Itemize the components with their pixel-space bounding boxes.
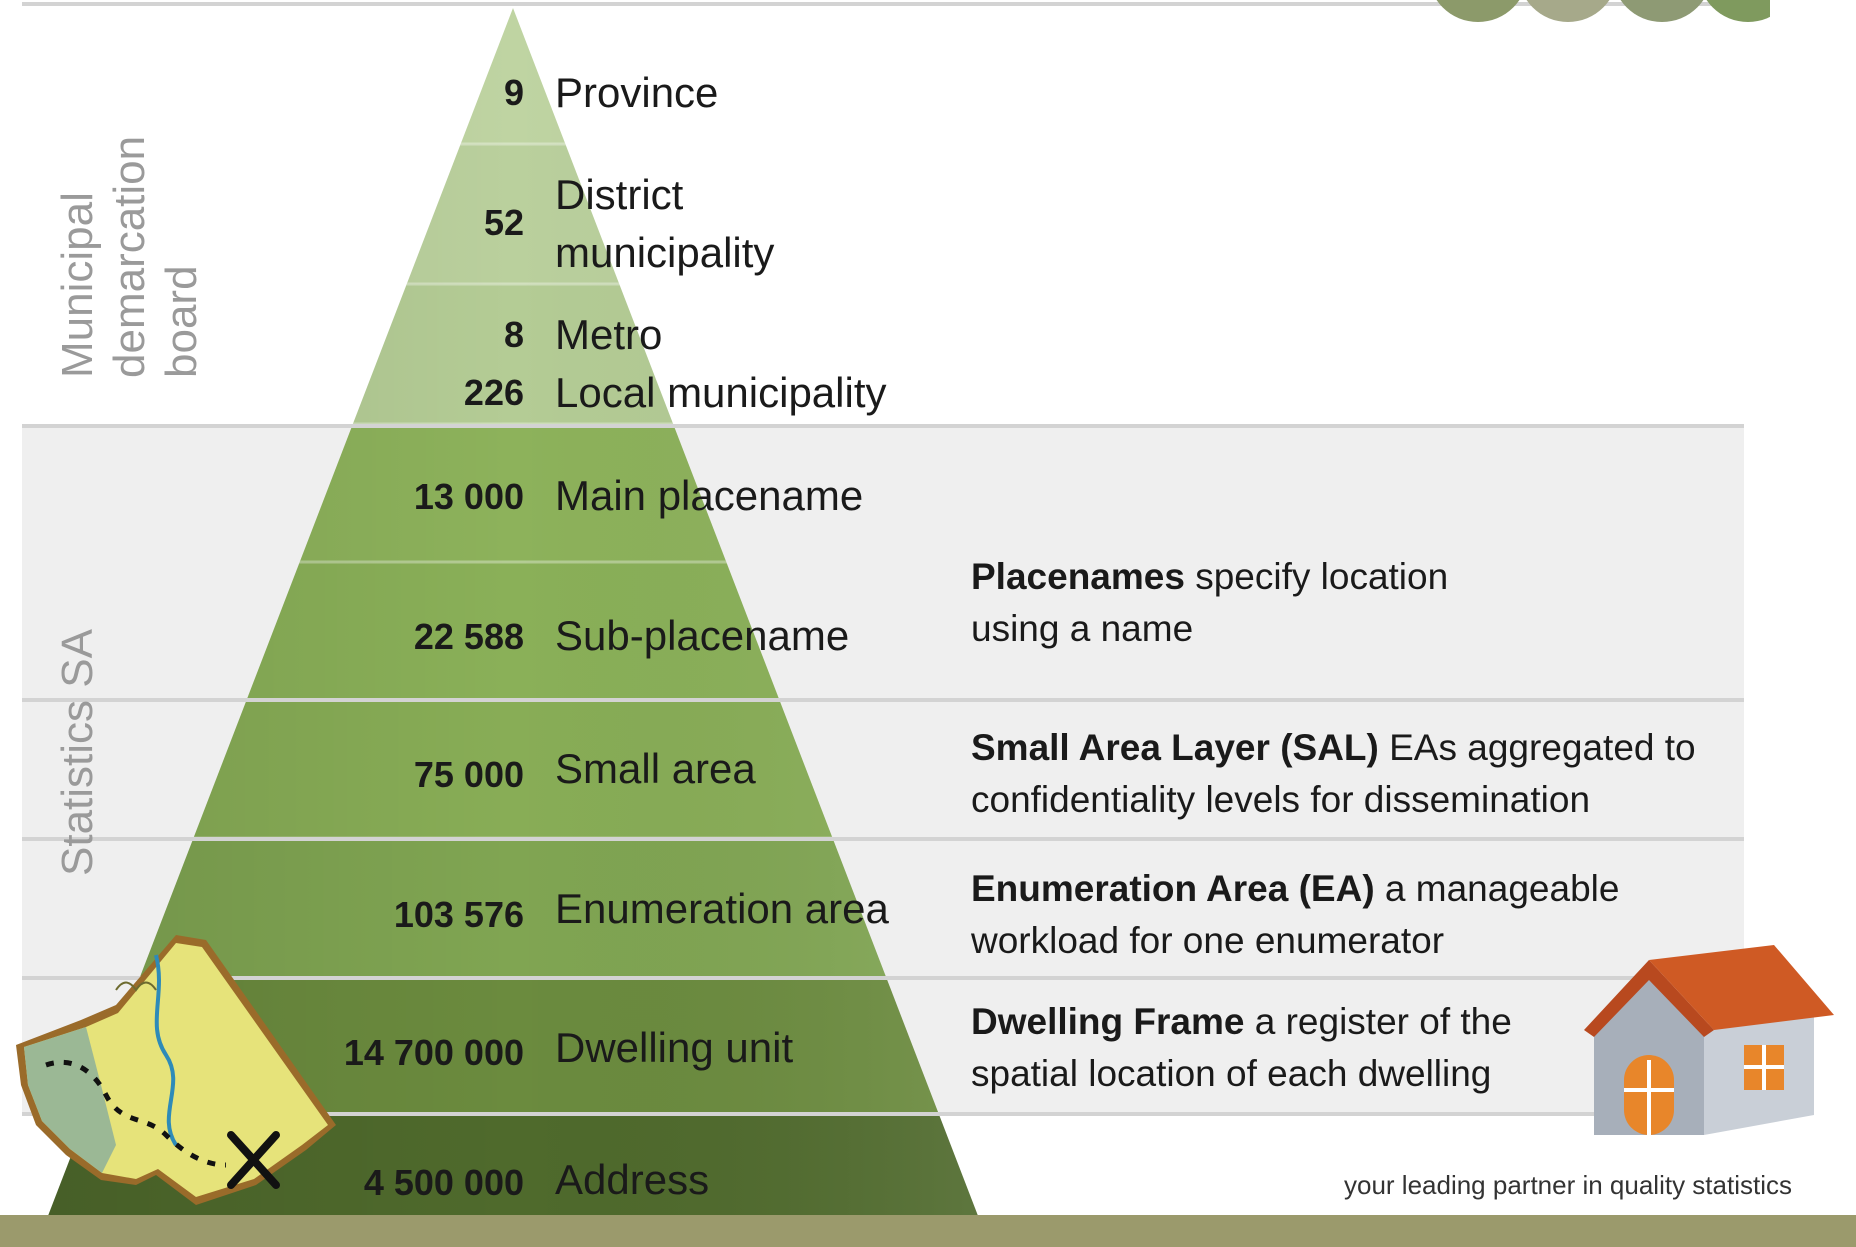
divider-dwelling — [22, 976, 1744, 980]
level-enumeration-area: Enumeration area — [555, 885, 889, 932]
desc-enumeration-area-text: a manageable workload for one enumerator — [971, 868, 1620, 961]
desc-dwelling-frame-text: a register of the spatial location of ea… — [971, 1001, 1512, 1094]
section-label-statssa: Statistics SA — [53, 629, 102, 876]
level-province: Province — [555, 69, 719, 116]
treasure-map-icon — [16, 935, 336, 1205]
footer-bar — [0, 1215, 1856, 1247]
level-main-placename: Main placename — [555, 472, 864, 519]
pyramid-tier — [36, 284, 990, 424]
desc-enumeration-area-term: Enumeration Area (EA) — [971, 868, 1375, 909]
desc-dwelling-frame: Dwelling Frame a register of the spatial… — [971, 996, 1512, 1100]
level-metro: Metro — [555, 311, 663, 358]
level-address: Address — [555, 1156, 710, 1203]
divider-sections — [22, 424, 1744, 428]
divider-address — [22, 1112, 1744, 1116]
divider-ea — [22, 837, 1744, 841]
desc-placenames-term: Placenames — [971, 556, 1185, 597]
count-address: 4 500 000 — [363, 1162, 524, 1203]
level-sub-placename: Sub-placename — [555, 612, 850, 659]
level-local: Local municipality — [555, 369, 887, 416]
footer-tagline: your leading partner in quality statisti… — [1343, 1170, 1792, 1200]
count-sub-placename: 22 588 — [413, 616, 524, 657]
count-local: 226 — [463, 372, 524, 413]
pyramid-tier — [36, 424, 990, 562]
level-district: District municipality — [555, 171, 775, 276]
desc-small-area-term: Small Area Layer (SAL) — [971, 727, 1379, 768]
divider-top — [22, 2, 1744, 6]
photo-circles-decoration — [1436, 0, 1770, 22]
count-province: 9 — [503, 72, 524, 113]
count-metro: 8 — [503, 314, 524, 355]
count-enumeration-area: 103 576 — [393, 894, 524, 935]
pyramid-tier — [36, 144, 990, 284]
desc-small-area: Small Area Layer (SAL) EAs aggregated to… — [971, 722, 1696, 826]
desc-small-area-text: EAs aggregated to confidentiality levels… — [971, 727, 1696, 820]
desc-enumeration-area: Enumeration Area (EA) a manageable workl… — [971, 863, 1619, 967]
count-district: 52 — [483, 202, 524, 243]
house-icon — [1584, 945, 1834, 1135]
count-dwelling-unit: 14 700 000 — [343, 1032, 524, 1073]
count-small-area: 75 000 — [413, 754, 524, 795]
desc-dwelling-frame-term: Dwelling Frame — [971, 1001, 1245, 1042]
desc-placenames: Placenames specify location using a name — [971, 551, 1448, 655]
desc-placenames-text: specify location using a name — [971, 556, 1449, 649]
divider-sal — [22, 698, 1744, 702]
level-small-area: Small area — [555, 745, 756, 792]
level-dwelling-unit: Dwelling unit — [555, 1024, 794, 1071]
section-label-municipal: Municipal demarcation board — [53, 135, 206, 378]
count-main-placename: 13 000 — [413, 476, 524, 517]
